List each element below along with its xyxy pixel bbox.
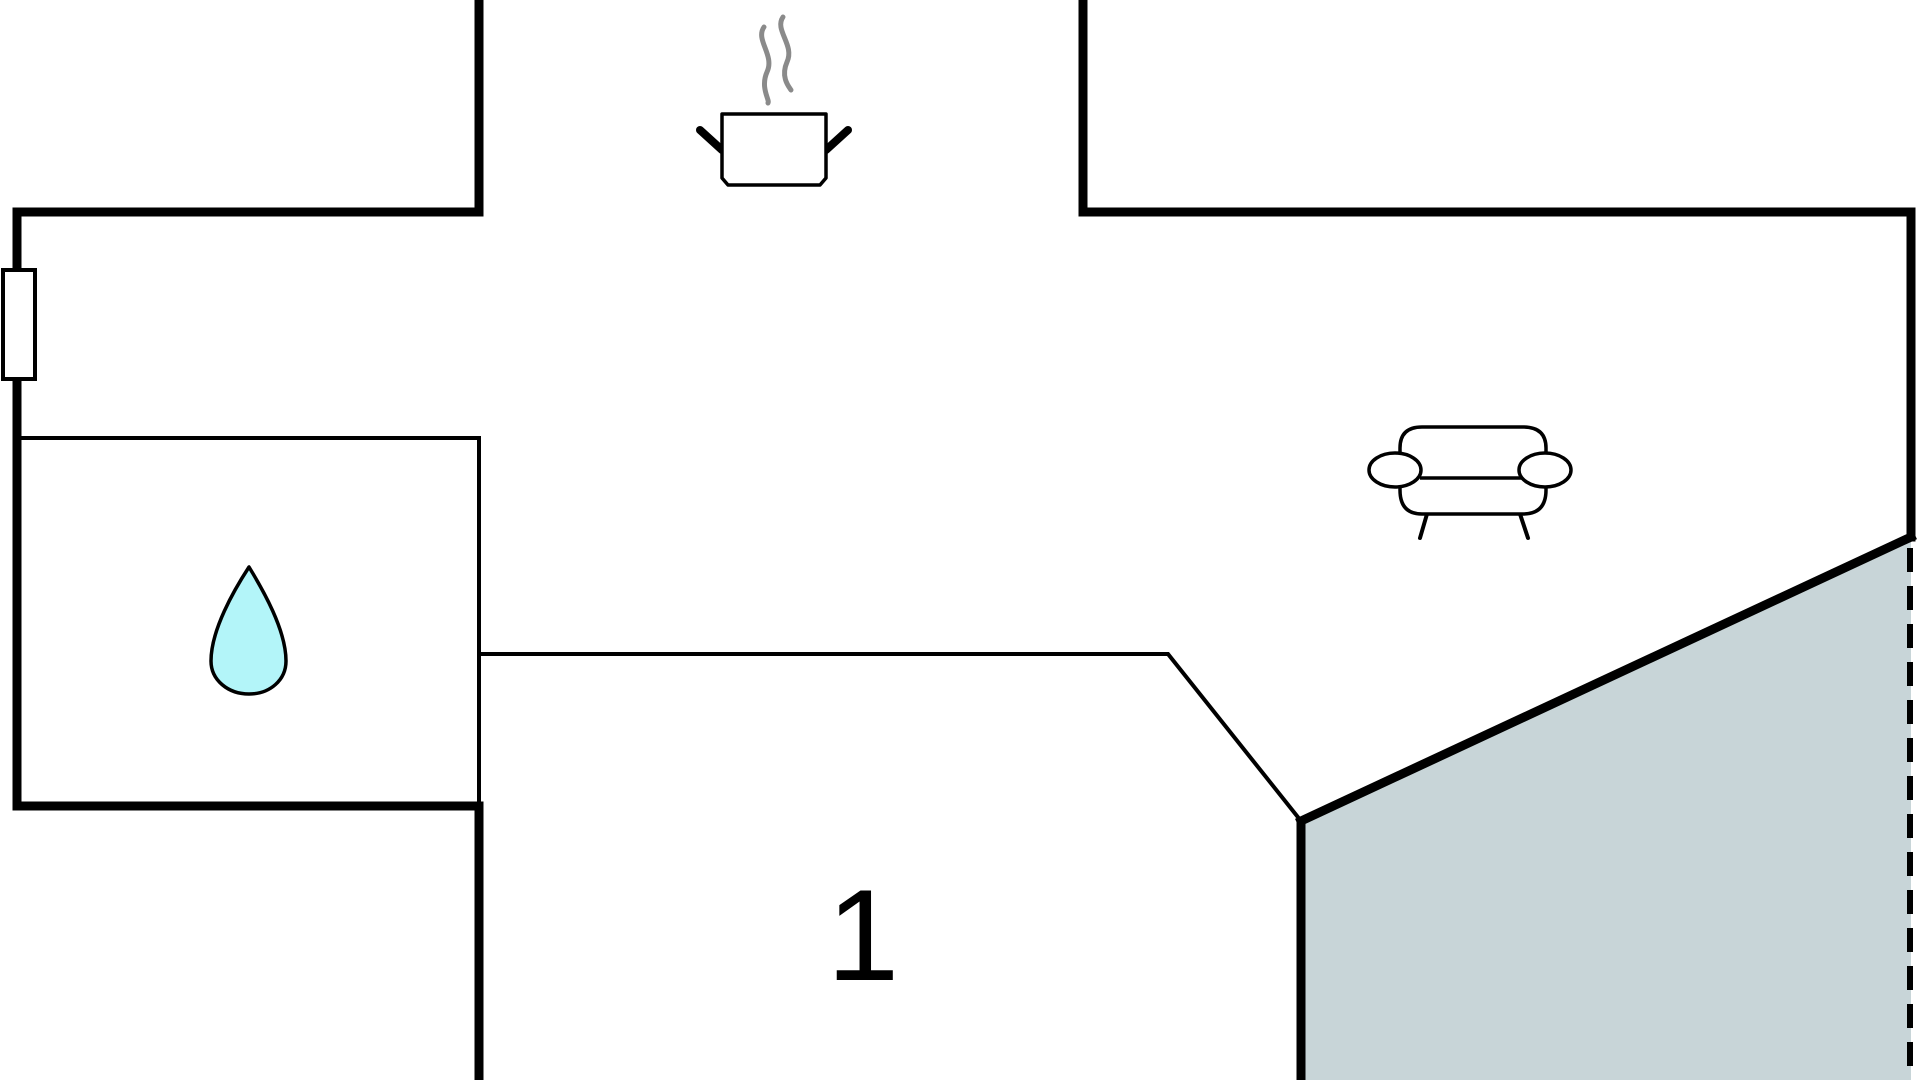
terrace-diagonal-wall	[1295, 531, 1917, 827]
bedroom-partition	[479, 652, 1303, 823]
top-left-wall	[12, 207, 484, 811]
top-right-wall	[1078, 207, 1916, 542]
bedroom-label: 1	[827, 862, 899, 1008]
cooking-pot-icon	[696, 14, 852, 187]
water-drop-icon	[209, 565, 288, 696]
terrace-area	[1301, 537, 1911, 1080]
bathroom-partition	[17, 436, 481, 806]
sofa-icon	[1367, 425, 1573, 540]
window-left	[1, 268, 37, 381]
